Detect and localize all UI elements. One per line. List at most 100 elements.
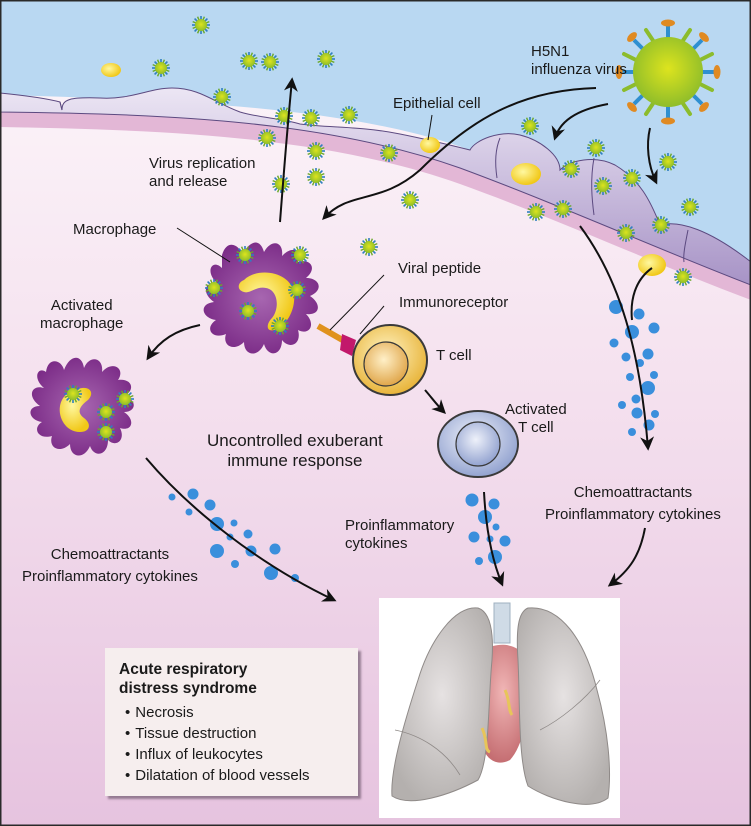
ards-symptom-item: Tissue destruction: [125, 723, 310, 744]
label-line: and release: [149, 173, 228, 190]
cytokine-dot-icon: [269, 543, 281, 555]
virus-replication-label: Virus replication and release: [149, 155, 255, 191]
label-line: Activated: [505, 401, 567, 418]
activated-macrophage-label: Activated macrophage: [40, 297, 123, 333]
ards-title-line: distress syndrome: [119, 680, 257, 697]
lungs-icon: [379, 598, 620, 818]
uncontrolled-response-label: Uncontrolled exuberant immune response: [207, 431, 383, 471]
basement-membrane: [0, 112, 751, 300]
cytokine-dot-icon: [187, 488, 199, 500]
virion-icon: [316, 49, 336, 69]
ards-symptom-item: Dilatation of blood vessels: [125, 765, 309, 786]
virion-icon: [673, 267, 693, 287]
activated-macrophage-icon: [30, 357, 135, 456]
h5n1-virus-icon: [615, 19, 721, 125]
cytokine-dot-icon: [499, 535, 511, 547]
virion-icon: [658, 152, 678, 172]
label-line: Chemoattractants: [50, 546, 170, 563]
middle-cytokines-label: Proinflammatory cytokines: [345, 517, 454, 553]
cytokine-dot-icon: [230, 519, 238, 527]
airway-lumen: [0, 0, 751, 262]
arrow-macrophage-activation: [146, 324, 201, 361]
label-line: Uncontrolled exuberant: [207, 431, 383, 450]
virion-icon: [301, 108, 321, 128]
ards-symptom-item: Necrosis: [125, 702, 310, 723]
virion-icon: [651, 215, 671, 235]
virion-icon: [151, 58, 171, 78]
cytokine-dot-icon: [648, 322, 660, 334]
virion-icon: [306, 141, 326, 161]
label-line: macrophage: [40, 315, 124, 332]
cytokine-dot-icon: [609, 338, 619, 348]
arrow-virus-to-macrophage: [322, 87, 597, 221]
ards-title-line: Acute respiratory: [119, 661, 248, 678]
arrow-virus-release: [279, 77, 298, 223]
cytokine-dot-icon: [478, 510, 492, 524]
viral-peptide-label: Viral peptide: [398, 260, 482, 277]
pathway-arrows: [145, 77, 658, 602]
cytokine-dot-icon: [231, 560, 239, 568]
virion-icon: [622, 168, 642, 188]
cytokine-dot-icon: [618, 401, 626, 409]
h5n1-virus-label: H5N1 influenza virus: [531, 43, 627, 79]
activated-t-cell-icon: [437, 410, 519, 478]
cytokine-dot-icon: [465, 493, 479, 507]
cytokine-dot-icon: [243, 529, 253, 539]
immunoreceptor-label: Immunoreceptor: [399, 294, 509, 311]
ards-title: Acute respiratory distress syndrome: [119, 660, 257, 698]
cytokine-dot-icon: [651, 410, 659, 418]
ards-info-box: Acute respiratory distress syndrome Necr…: [105, 648, 358, 796]
t-cell-label: T cell: [436, 347, 472, 364]
cytokine-dot-icon: [468, 531, 480, 543]
cytokine-dot-icon: [168, 493, 176, 501]
cytokine-dot-icon: [264, 566, 278, 580]
cytokine-cluster-left: [168, 488, 299, 582]
virion-icon: [212, 87, 232, 107]
macrophage-cell-icon: [203, 242, 319, 354]
virion-icon: [257, 128, 277, 148]
cytokine-dot-icon: [642, 348, 654, 360]
arrow-cytokines-to-lungs: [607, 527, 646, 587]
cytokine-dot-icon: [210, 544, 224, 558]
cytokine-dot-icon: [633, 308, 645, 320]
cytokine-dot-icon: [636, 359, 644, 367]
virion-icon: [520, 116, 540, 136]
virion-icon: [274, 106, 294, 126]
vesicle: [101, 63, 121, 77]
virion-icon: [260, 52, 280, 72]
arrow-tcell-to-lungs: [483, 491, 505, 587]
epithelial-nucleus: [511, 163, 541, 185]
immunoreceptor-icon: [340, 334, 356, 356]
virion-icon: [359, 237, 379, 257]
label-line: Activated: [50, 297, 113, 314]
t-cell-icon: [352, 324, 428, 396]
ards-symptom-item: Influx of leukocytes: [125, 744, 310, 765]
virion-icon: [400, 190, 420, 210]
cytokine-dot-icon: [210, 517, 224, 531]
label-line: cytokines: [345, 535, 408, 552]
epithelial-cell-label: Epithelial cell: [393, 95, 481, 112]
cytokine-dot-icon: [650, 371, 658, 379]
right-chemoattractants-label: Chemoattractants Proinflammatory cytokin…: [545, 482, 721, 526]
cytokine-dot-icon: [475, 557, 483, 565]
virion-icon: [616, 223, 636, 243]
cytokine-dot-icon: [628, 428, 636, 436]
cytokine-dot-icon: [631, 407, 643, 419]
activated-t-cell-label: Activated T cell: [505, 401, 567, 437]
left-chemoattractants-label: Chemoattractants Proinflammatory cytokin…: [22, 544, 198, 588]
virion-icon: [680, 197, 700, 217]
virion-icon: [526, 202, 546, 222]
virion-icon: [271, 174, 291, 194]
cytokine-dot-icon: [492, 523, 500, 531]
virion-icon: [593, 176, 613, 196]
arrow-epithelium-cytokines: [579, 225, 655, 451]
virion-icon: [379, 143, 399, 163]
arrow-secretion-stalk: [630, 267, 653, 321]
label-line: influenza virus: [531, 61, 627, 78]
ards-symptom-list: Necrosis Tissue destruction Influx of le…: [125, 702, 310, 786]
virion-icon: [306, 167, 326, 187]
label-line: Proinflammatory cytokines: [22, 568, 198, 585]
label-line: Proinflammatory cytokines: [545, 506, 721, 523]
cytokine-dot-icon: [621, 352, 631, 362]
label-line: Virus replication: [149, 155, 256, 172]
